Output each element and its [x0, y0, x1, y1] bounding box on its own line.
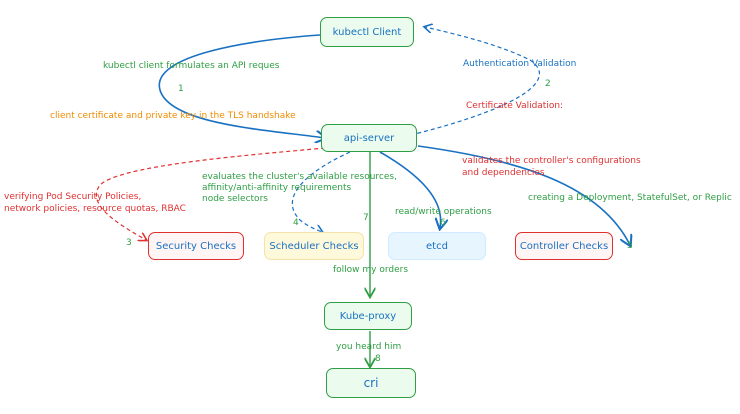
step-number-8: 8: [375, 354, 381, 364]
node-controller-checks[interactable]: Controller Checks: [515, 232, 613, 260]
step-number-4: 4: [293, 218, 299, 228]
arrow-apiserver-to-etcd: [379, 151, 441, 228]
step-number-7: 7: [363, 213, 369, 223]
node-scheduler-checks[interactable]: Scheduler Checks: [264, 232, 364, 260]
label-policies-2: network policies, resource quotas, RBAC: [4, 204, 186, 214]
arrow-apiserver-to-scheduler: [291, 151, 351, 232]
label-heard-him: you heard him: [336, 342, 402, 352]
step-number-6: 6: [440, 218, 446, 228]
arrow-apiserver-to-kubectl: [389, 27, 541, 141]
step-number-1: 1: [178, 84, 184, 94]
label-validates-1: validates the controller's configuration…: [462, 156, 641, 166]
label-follow-orders: follow my orders: [333, 265, 409, 275]
arrow-apiserver-to-controller: [417, 145, 630, 245]
step-number-3: 3: [126, 238, 132, 248]
node-cri[interactable]: cri: [326, 368, 416, 398]
label-evaluates-3: node selectors: [202, 194, 268, 204]
node-kube-proxy[interactable]: Kube-proxy: [324, 302, 412, 330]
arrow-apiserver-to-security: [95, 147, 326, 240]
label-evaluates-2: affinity/anti-affinity requirements: [202, 183, 352, 193]
step-number-5: 5: [627, 241, 633, 251]
label-certificate: Certificate Validation:: [466, 101, 564, 111]
arrow-kubectl-to-apiserver: [158, 34, 325, 138]
node-security-checks[interactable]: Security Checks: [148, 232, 244, 260]
label-read-write: read/write operations: [395, 207, 492, 217]
node-kubectl-client[interactable]: kubectl Client: [320, 17, 414, 47]
label-tls: client certificate and private key in th…: [50, 111, 296, 121]
node-etcd[interactable]: etcd: [388, 232, 486, 260]
label-evaluates-1: evaluates the cluster's available resour…: [202, 172, 397, 182]
label-policies-1: verifying Pod Security Policies,: [4, 192, 142, 202]
label-formulate: kubectl client formulates an API reques: [103, 61, 280, 71]
label-validates-2: and dependencies: [462, 168, 545, 178]
node-api-server[interactable]: api-server: [321, 124, 417, 152]
step-number-2: 2: [545, 79, 551, 89]
label-authentication: Authentication Validation: [463, 59, 577, 69]
label-creating: creating a Deployment, StatefulSet, or R…: [528, 193, 732, 203]
